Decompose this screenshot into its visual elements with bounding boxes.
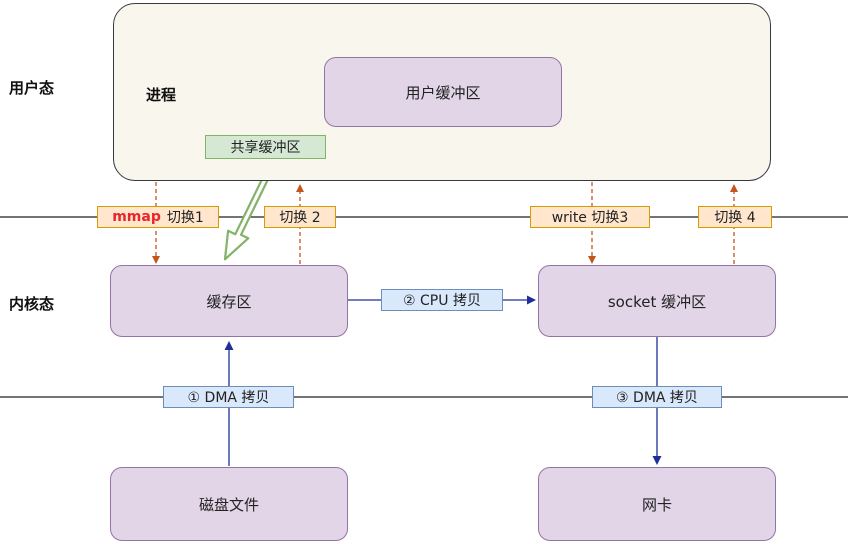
socket-buffer-box: socket 缓冲区: [538, 265, 776, 337]
user-mode-label: 用户态: [9, 79, 55, 97]
switch-4-tag: 切换 4: [698, 206, 772, 228]
page-cache-box: 缓存区: [110, 265, 348, 337]
shared-buffer-tag: 共享缓冲区: [205, 135, 326, 159]
switch-2-tag: 切换 2: [264, 206, 336, 228]
mmap-keyword: mmap: [112, 209, 161, 225]
disk-file-box: 磁盘文件: [110, 467, 348, 541]
mmap-switch-1-tag: mmap 切换1: [97, 206, 219, 228]
process-label: 进程: [146, 86, 177, 104]
kernel-mode-label: 内核态: [9, 295, 55, 313]
nic-box: 网卡: [538, 467, 776, 541]
cpu-copy-2-tag: ② CPU 拷贝: [381, 289, 503, 311]
user-buffer-box: 用户缓冲区: [324, 57, 562, 127]
dma-copy-1-tag: ① DMA 拷贝: [163, 386, 294, 408]
write-switch-3-tag: write 切换3: [530, 206, 650, 228]
switch-1-text: 切换1: [166, 210, 204, 226]
dma-copy-3-tag: ③ DMA 拷贝: [592, 386, 722, 408]
